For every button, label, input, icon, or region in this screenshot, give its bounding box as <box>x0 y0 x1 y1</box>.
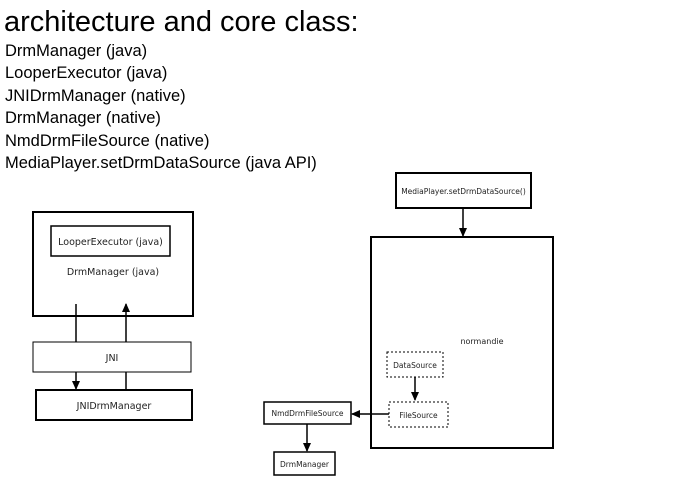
core-class-item: DrmManager (java) <box>5 42 148 60</box>
looper-executor-label: LooperExecutor (java) <box>58 237 163 248</box>
media-player-label: MediaPlayer.setDrmDataSource() <box>401 187 526 196</box>
media-player-box <box>395 172 532 209</box>
jni-drm-manager-label: JNIDrmManager <box>76 401 152 412</box>
file-source-label: FileSource <box>399 411 438 420</box>
jni-label: JNI <box>105 353 119 364</box>
drm-manager-java-label: DrmManager (java) <box>67 267 159 278</box>
jni-box <box>32 341 192 373</box>
data-source-box <box>386 351 444 378</box>
data-source-label: DataSource <box>393 361 437 370</box>
core-class-item: DrmManager (native) <box>5 109 161 128</box>
right-diagram: MediaPlayer.setDrmDataSource() normandie… <box>263 172 554 476</box>
core-class-item: LooperExecutor (java) <box>5 64 168 83</box>
left-diagram: LooperExecutor (java) DrmManager (java) … <box>32 211 194 421</box>
looper-executor-box <box>50 225 171 257</box>
core-class-list: DrmManager (java) LooperExecutor (java) … <box>5 40 317 174</box>
core-class-item: JNIDrmManager (native) <box>5 86 186 105</box>
jni-drm-manager-box <box>35 389 193 421</box>
core-class-item: MediaPlayer.setDrmDataSource (java API) <box>5 153 317 172</box>
file-source-box <box>388 401 449 428</box>
drm-manager-box <box>273 451 336 476</box>
nmd-drm-file-source-label: NmdDrmFileSource <box>271 409 343 418</box>
drm-manager-label: DrmManager <box>280 460 330 469</box>
slide-title: architecture and core class: <box>4 6 359 38</box>
core-class-item: NmdDrmFileSource (native) <box>5 131 210 150</box>
normandie-label: normandie <box>460 337 503 346</box>
